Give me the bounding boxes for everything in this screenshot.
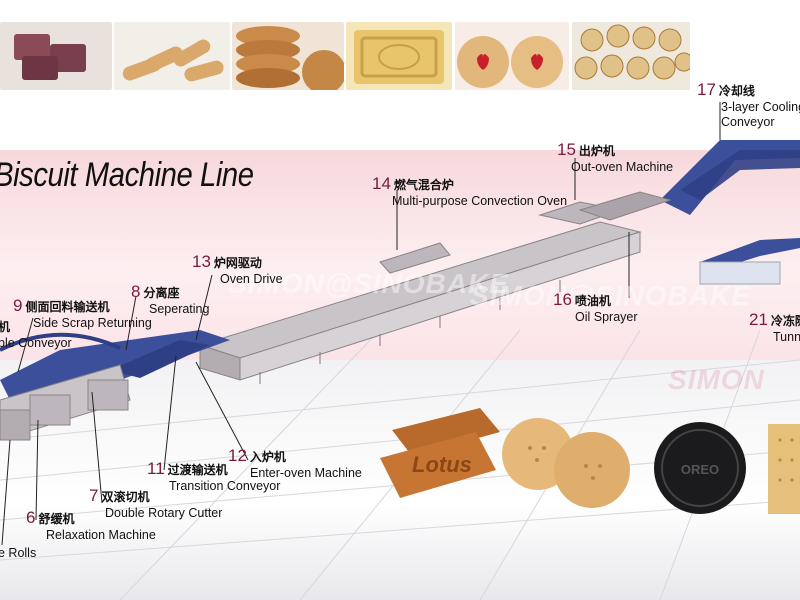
marie-biscuits — [502, 418, 630, 508]
forming-section — [0, 330, 230, 441]
diagram-title: Biscuit Machine Line — [0, 156, 254, 194]
thumbnail-custard-cream — [346, 22, 452, 90]
lotus-logo-text: Lotus — [412, 452, 472, 477]
thumbnail-butter-cookies — [572, 22, 690, 90]
station-21-label: 21冷冻隧 Tunn — [749, 310, 800, 345]
oven-legs — [259, 280, 561, 384]
thumbnail-oat-cookies — [232, 22, 344, 90]
lotus-biscuits: Lotus — [380, 408, 500, 498]
oven-body — [198, 191, 672, 381]
cooling-conveyor — [660, 140, 800, 285]
cracker-biscuit — [768, 424, 800, 514]
thumbnail-cream-sandwich — [0, 22, 112, 90]
oreo-logo-text: OREO — [681, 462, 719, 477]
leader-lines — [1, 102, 721, 546]
thumbnail-jam-heart — [455, 22, 569, 90]
watermark: SIMON@SINOBAKE — [228, 268, 509, 299]
station-partial-bottom-label: e Rolls — [0, 546, 37, 560]
station-partial-label: 机 ble Conveyor — [0, 320, 72, 351]
watermark: SIMON — [668, 364, 765, 395]
oreo-biscuit: OREO — [654, 422, 746, 514]
thumbnail-finger-biscuits — [114, 22, 230, 90]
watermark: SIMON@SINOBAKE — [470, 280, 751, 311]
